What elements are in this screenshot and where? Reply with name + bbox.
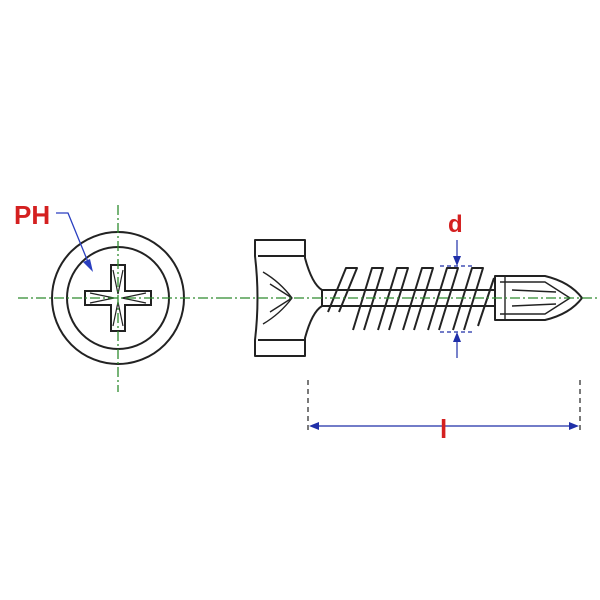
recess-section bbox=[262, 271, 293, 325]
screw-head-profile bbox=[254, 239, 323, 357]
drill-flute-lines bbox=[500, 276, 571, 320]
length-dimension-line bbox=[309, 422, 579, 430]
length-label: l bbox=[440, 414, 447, 444]
screw-side-view bbox=[254, 239, 583, 357]
ph-leader bbox=[56, 212, 93, 272]
phillips-cross-icon bbox=[84, 264, 152, 332]
head-centerlines bbox=[18, 205, 222, 392]
l-arrow-left-head bbox=[309, 422, 319, 430]
diameter-label: d bbox=[448, 211, 463, 238]
diameter-dimension bbox=[440, 240, 472, 358]
d-arrow-bottom-head bbox=[453, 332, 461, 342]
drill-point bbox=[494, 275, 583, 321]
ph-leader-line bbox=[56, 212, 89, 263]
l-arrow-right-head bbox=[569, 422, 579, 430]
thread-crests bbox=[327, 267, 495, 331]
ph-leader-arrow bbox=[83, 259, 93, 272]
d-arrow-top-head bbox=[453, 256, 461, 266]
drive-label: PH bbox=[14, 200, 50, 230]
